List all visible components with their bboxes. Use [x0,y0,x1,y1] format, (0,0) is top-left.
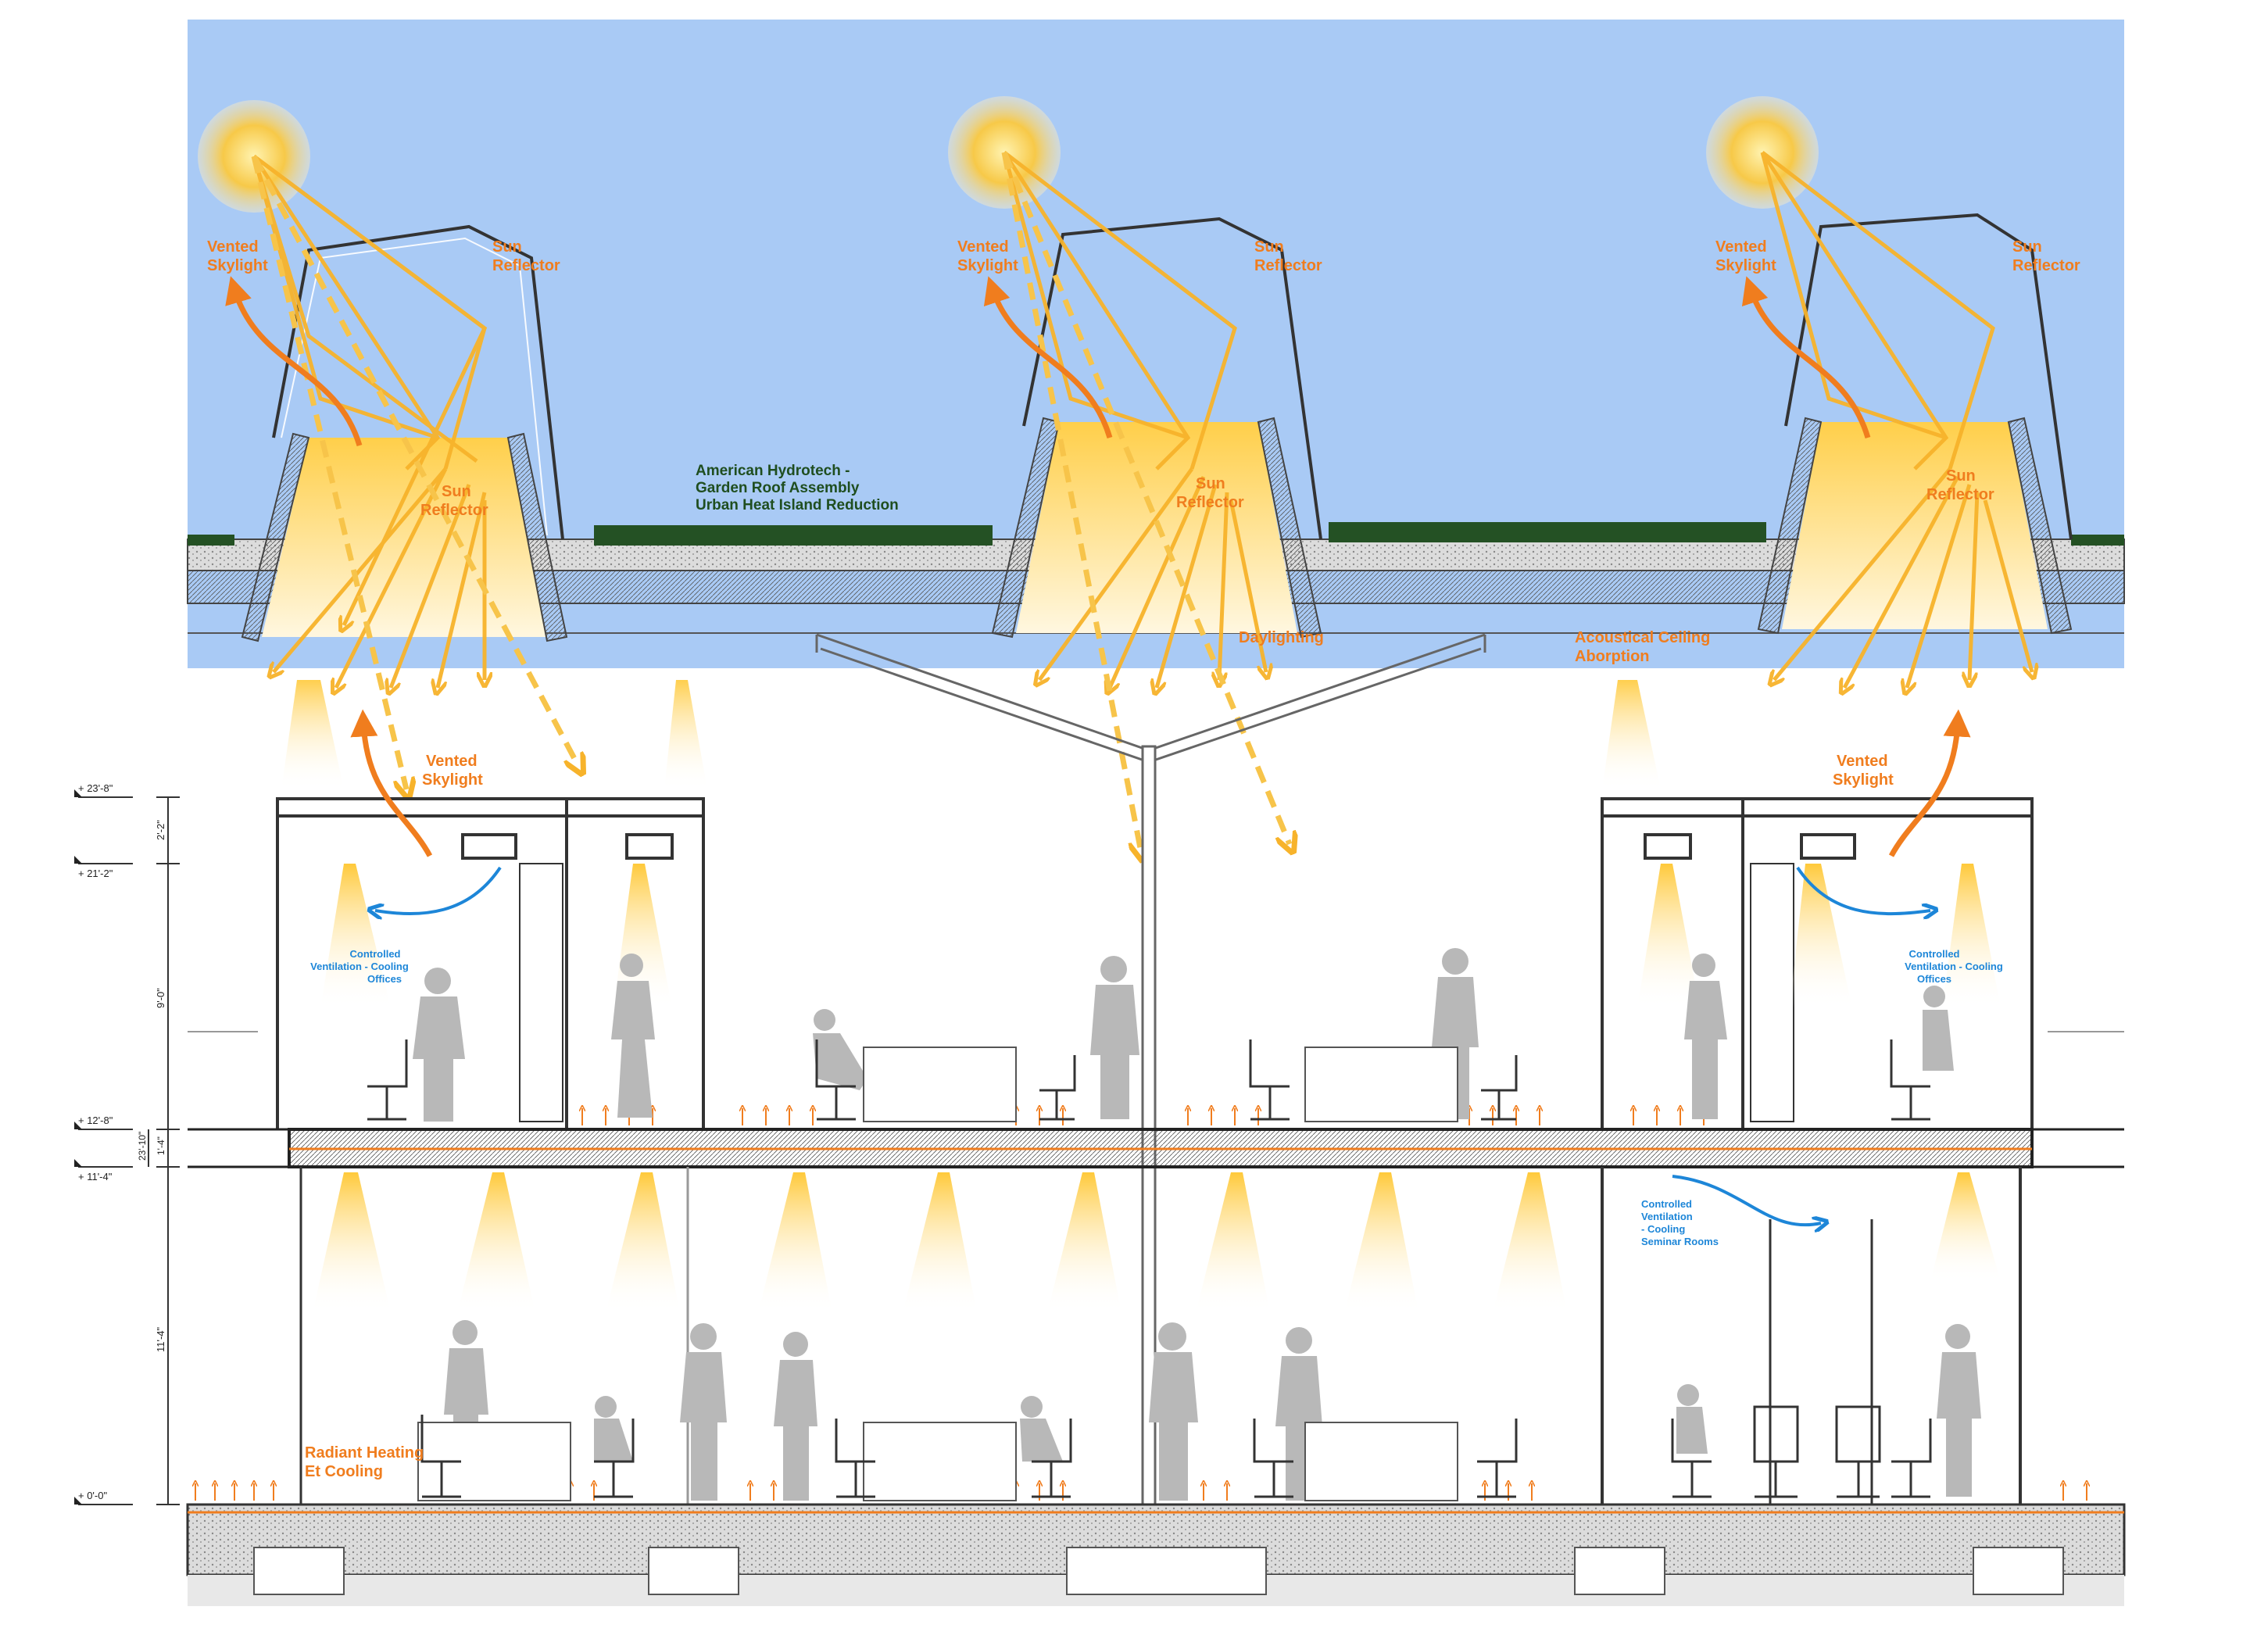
person-14 [1676,1384,1708,1454]
label-garden-roof: American Hydrotech -Garden Roof Assembly… [696,463,899,513]
dimension-lines [78,796,2124,1505]
elevation-4: + 11'-4" [78,1171,113,1183]
light-cones-upper [281,680,1661,789]
person-2 [611,954,655,1118]
person-6 [1923,986,1954,1071]
person-16 [594,1396,633,1462]
person-1 [413,968,465,1122]
dimension-2: 9'-0" [155,988,166,1008]
dimension-4: 23'-10" [137,1132,148,1161]
vent-arrows [225,276,1971,857]
light-cones-upper-floor [320,864,2001,1008]
sun-rays [252,151,2032,688]
skylight-well-1 [241,224,568,642]
person-5 [1684,954,1727,1119]
person-13 [1937,1324,1981,1497]
ground-slab [186,1503,2126,1606]
label-daylighting: Daylighting [1239,629,1324,646]
person-7 [813,1009,867,1090]
upper-office-left [276,797,705,1129]
elevation-3: + 12'-8" [78,1115,113,1126]
person-15 [1020,1396,1063,1462]
ventilation-arrows [375,866,1930,1225]
person-10 [774,1332,817,1501]
elevation-1: + 23'-8" [78,782,113,794]
skylight-well-3 [1757,213,2073,635]
desks [417,1047,1458,1501]
floor-slab [188,1128,2124,1168]
elevation-markers [74,789,82,1505]
person-9 [680,1323,727,1501]
sun-rays-dashed [251,151,1290,852]
light-cones-lower-floor [313,1172,2001,1313]
person-3 [1090,956,1139,1119]
lower-floor-walls [299,1167,2022,1505]
dimension-5: 11'-4" [155,1326,166,1352]
elevation-2: + 21'-2" [78,868,113,879]
dimension-3: 1'-4" [156,1136,166,1155]
chairs [367,1039,1932,1498]
dimension-1: 2'-2" [155,820,166,840]
person-11 [1149,1322,1198,1501]
elevation-5: + 0'-0" [78,1490,107,1501]
